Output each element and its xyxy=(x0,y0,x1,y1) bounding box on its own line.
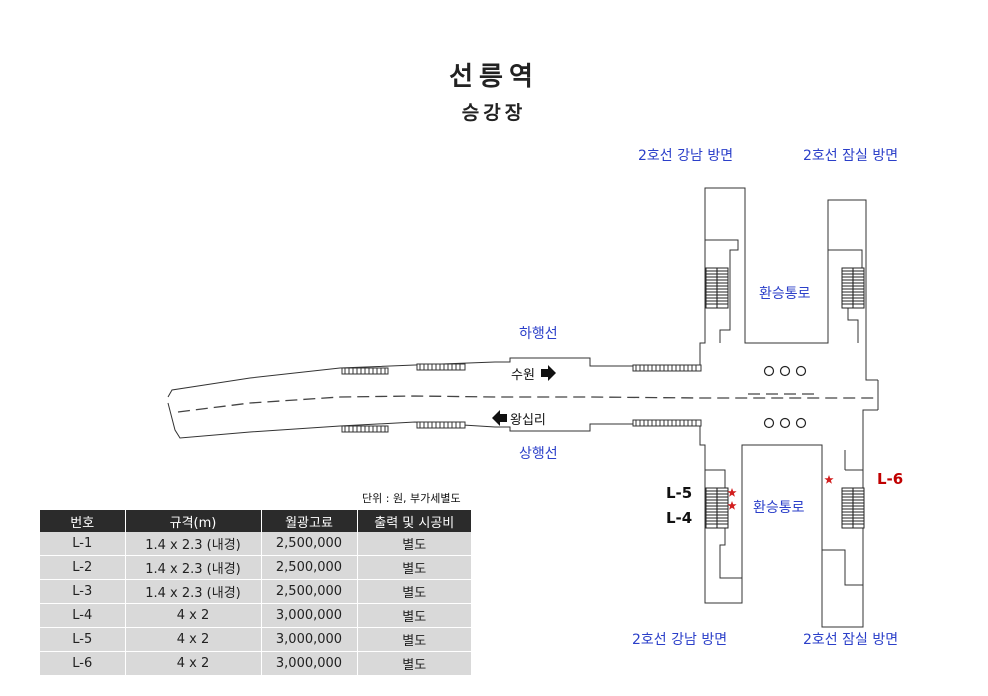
table-cell: 2,500,000 xyxy=(261,532,358,556)
screen-door-hatch-lower-1 xyxy=(344,426,386,432)
pillar xyxy=(795,365,807,377)
table-row: L-5 4 x 2 3,000,000 별도 xyxy=(40,627,471,652)
table-cell: 4 x 2 xyxy=(125,603,262,628)
price-table: 번호 규격(m) 월광고료 출력 및 시공비 L-1 1.4 x 2.3 (내경… xyxy=(40,510,471,676)
table-cell: 4 x 2 xyxy=(125,651,262,676)
table-cell: 2,500,000 xyxy=(261,579,358,604)
toward-suwon-label: 수원 xyxy=(511,368,535,383)
table-cell: 별도 xyxy=(357,627,471,652)
screen-door-lower-2 xyxy=(416,421,466,429)
direction-label-bottom-right: 2호선 잠실 방면 xyxy=(803,632,899,648)
ad-location-l5: L-5 xyxy=(666,484,693,502)
unit-note: 단위 : 원, 부가세별도 xyxy=(362,492,461,505)
screen-door-upper-3 xyxy=(632,364,702,372)
table-cell: 별도 xyxy=(357,532,471,556)
arrow-right-icon xyxy=(541,365,556,381)
toward-wangsimni-label: 왕십리 xyxy=(510,413,546,428)
pillar xyxy=(763,365,775,377)
screen-door-upper-2 xyxy=(416,363,466,371)
table-cell: 3,000,000 xyxy=(261,627,358,652)
transfer-passage-label-top: 환승통로 xyxy=(759,286,811,302)
table-row: L-1 1.4 x 2.3 (내경) 2,500,000 별도 xyxy=(40,532,471,556)
screen-door-hatch-upper-3 xyxy=(635,365,697,371)
screen-door-lower-3 xyxy=(632,419,702,427)
stairs-hatch-bottom-left xyxy=(706,488,728,528)
column-header: 출력 및 시공비 xyxy=(357,510,471,532)
table-row: L-3 1.4 x 2.3 (내경) 2,500,000 별도 xyxy=(40,579,471,604)
downbound-line-label: 하행선 xyxy=(519,326,558,342)
table-row: L-2 1.4 x 2.3 (내경) 2,500,000 별도 xyxy=(40,555,471,580)
pillar xyxy=(763,417,775,429)
table-cell: 3,000,000 xyxy=(261,651,358,676)
table-cell: 1.4 x 2.3 (내경) xyxy=(125,579,262,604)
stair-block-bottom-left xyxy=(705,469,742,579)
table-cell: L-2 xyxy=(40,555,126,580)
table-cell: 별도 xyxy=(357,603,471,628)
arrow-left-icon xyxy=(492,410,507,426)
table-cell: L-1 xyxy=(40,532,126,556)
stairs-hatch-top-right xyxy=(842,268,864,308)
screen-door-hatch-lower-2 xyxy=(419,422,461,428)
table-cell: 1.4 x 2.3 (내경) xyxy=(125,555,262,580)
table-cell: 별도 xyxy=(357,579,471,604)
screen-door-hatch-upper-2 xyxy=(419,364,461,370)
stair-block-bottom-right xyxy=(822,450,863,586)
table-cell: 별도 xyxy=(357,555,471,580)
pillar xyxy=(795,417,807,429)
table-cell: 3,000,000 xyxy=(261,603,358,628)
table-row: L-6 4 x 2 3,000,000 별도 xyxy=(40,651,471,676)
upbound-line-label: 상행선 xyxy=(519,446,558,462)
stairs-hatch-bottom-right xyxy=(842,488,864,528)
transfer-passage-label-bottom: 환승통로 xyxy=(753,500,805,516)
table-cell: L-5 xyxy=(40,627,126,652)
station-title: 선릉역 xyxy=(449,62,539,92)
screen-door-hatch-upper-1 xyxy=(344,368,386,374)
direction-label-top-right: 2호선 잠실 방면 xyxy=(803,148,899,164)
table-cell: 2,500,000 xyxy=(261,555,358,580)
table-cell: 1.4 x 2.3 (내경) xyxy=(125,532,262,556)
stairs-hatch-top-left xyxy=(706,268,728,308)
star-icon xyxy=(824,475,834,484)
center-track-line xyxy=(177,395,878,413)
table-cell: 4 x 2 xyxy=(125,627,262,652)
star-icon xyxy=(727,501,737,510)
table-cell: L-4 xyxy=(40,603,126,628)
table-header-row: 번호 규격(m) 월광고료 출력 및 시공비 xyxy=(40,510,471,532)
ad-location-l6: L-6 xyxy=(877,470,904,488)
stair-block-top-left xyxy=(705,239,739,343)
table-row: L-4 4 x 2 3,000,000 별도 xyxy=(40,603,471,628)
table-cell: 별도 xyxy=(357,651,471,676)
ad-location-l4: L-4 xyxy=(666,509,693,527)
column-header: 규격(m) xyxy=(125,510,262,532)
pillar xyxy=(779,417,791,429)
star-icon xyxy=(727,488,737,497)
pillar xyxy=(779,365,791,377)
platform-subtitle: 승강장 xyxy=(461,102,527,124)
column-header: 월광고료 xyxy=(261,510,358,532)
table-cell: L-6 xyxy=(40,651,126,676)
direction-label-bottom-left: 2호선 강남 방면 xyxy=(632,632,728,648)
screen-door-hatch-lower-3 xyxy=(635,420,697,426)
column-header: 번호 xyxy=(40,510,126,532)
direction-label-top-left: 2호선 강남 방면 xyxy=(638,148,734,164)
table-cell: L-3 xyxy=(40,579,126,604)
